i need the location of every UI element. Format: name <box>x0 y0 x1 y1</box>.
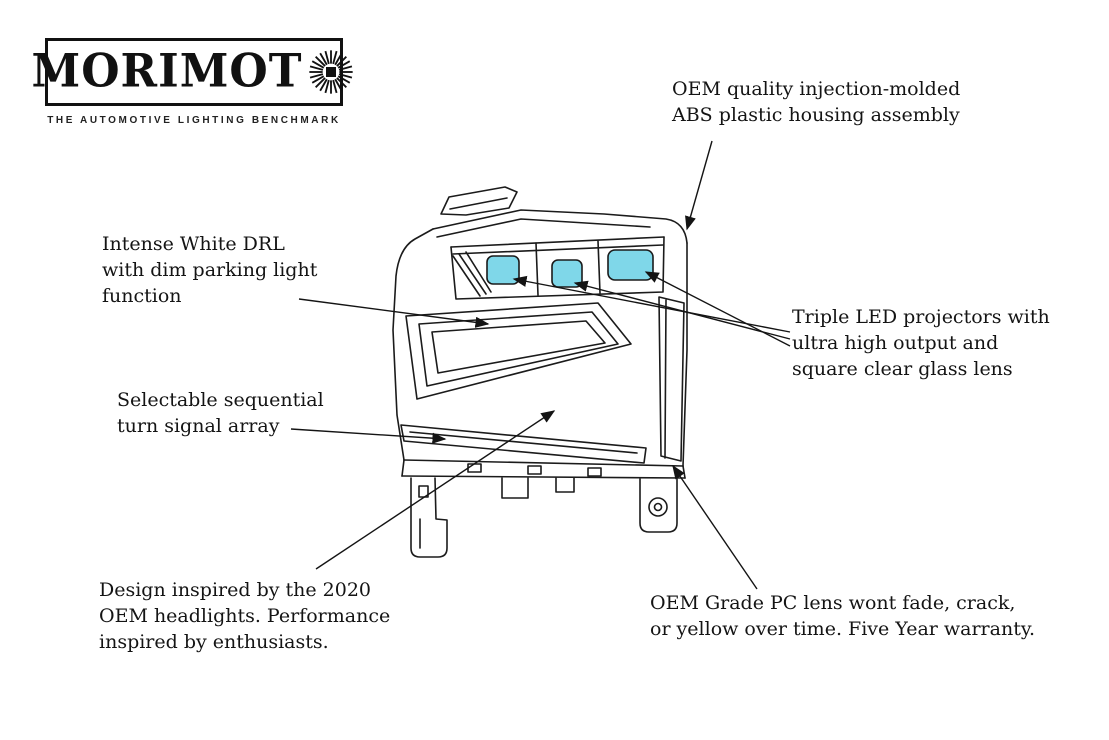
morimoto-logo: MORIMOT THE AUTOMO <box>32 38 354 126</box>
lens-side-piece <box>658 296 685 462</box>
leader-line-housing <box>685 140 713 231</box>
trim-notch <box>527 465 542 475</box>
led-projectors <box>486 249 654 288</box>
adjuster-screw <box>648 497 668 517</box>
callout-lens: OEM Grade PC lens wont fade, crack, or y… <box>650 592 1036 640</box>
led-projector-1 <box>486 255 520 285</box>
leader-line-design <box>315 410 556 570</box>
callout-housing: OEM quality injection-molded ABS plastic… <box>672 78 961 126</box>
drl-light-guide <box>405 302 632 400</box>
leader-line-projector-2 <box>573 280 791 340</box>
right-mounting-bracket <box>639 478 678 533</box>
trim-notch <box>587 467 602 477</box>
corner-facets <box>452 251 492 297</box>
top-fin <box>440 186 518 216</box>
leader-line-drl <box>298 298 490 328</box>
projector-band <box>450 236 665 248</box>
leader-line-projector-3 <box>644 271 791 347</box>
leader-line-projector-1 <box>512 275 791 333</box>
mounting-tab <box>501 477 529 499</box>
callout-projectors: Triple LED projectors with ultra high ou… <box>792 306 1050 380</box>
callout-drl: Intense White DRL with dim parking light… <box>102 233 318 307</box>
trim-notch <box>467 463 482 473</box>
callout-turn-signal: Selectable sequential turn signal array <box>117 389 324 437</box>
left-mounting-bracket <box>410 477 448 558</box>
sunburst-icon <box>309 50 354 94</box>
leader-lines <box>290 140 791 590</box>
mounting-tab <box>555 477 575 493</box>
led-projector-2 <box>551 259 583 288</box>
logo-box: MORIMOT <box>32 38 354 106</box>
leader-line-turn-signal <box>290 428 447 444</box>
callout-design: Design inspired by the 2020 OEM headligh… <box>99 579 391 653</box>
led-projector-3 <box>607 249 654 281</box>
leader-line-lens <box>672 464 758 590</box>
logo-tagline: THE AUTOMOTIVE LIGHTING BENCHMARK <box>47 115 341 126</box>
logo-wordmark: MORIMOT <box>31 44 303 99</box>
headlight-line-drawing <box>392 186 688 558</box>
